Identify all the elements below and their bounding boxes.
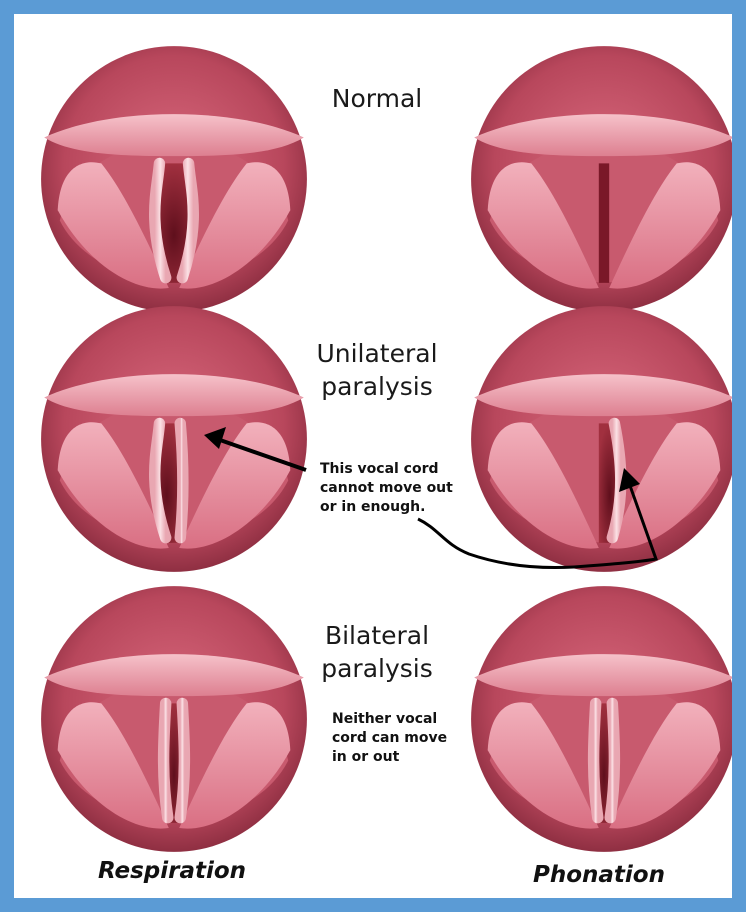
bilateral-note: Neither vocal cord can move in or out — [332, 710, 447, 767]
row-title-normal: Normal — [257, 82, 497, 115]
column-label-respiration: Respiration — [62, 858, 282, 884]
diagram-frame: Normal Unilateral paralysis This vocal c… — [14, 14, 732, 898]
column-label-phonation: Phonation — [489, 862, 709, 888]
unilateral-note: This vocal cord cannot move out or in en… — [320, 460, 453, 517]
vocal-cord-unilateral-phonation — [469, 304, 732, 574]
row-title-bilateral: Bilateral paralysis — [257, 619, 497, 685]
vocal-cord-bilateral-phonation — [469, 584, 732, 854]
row-title-unilateral: Unilateral paralysis — [257, 337, 497, 403]
vocal-cord-normal-phonation — [469, 44, 732, 314]
